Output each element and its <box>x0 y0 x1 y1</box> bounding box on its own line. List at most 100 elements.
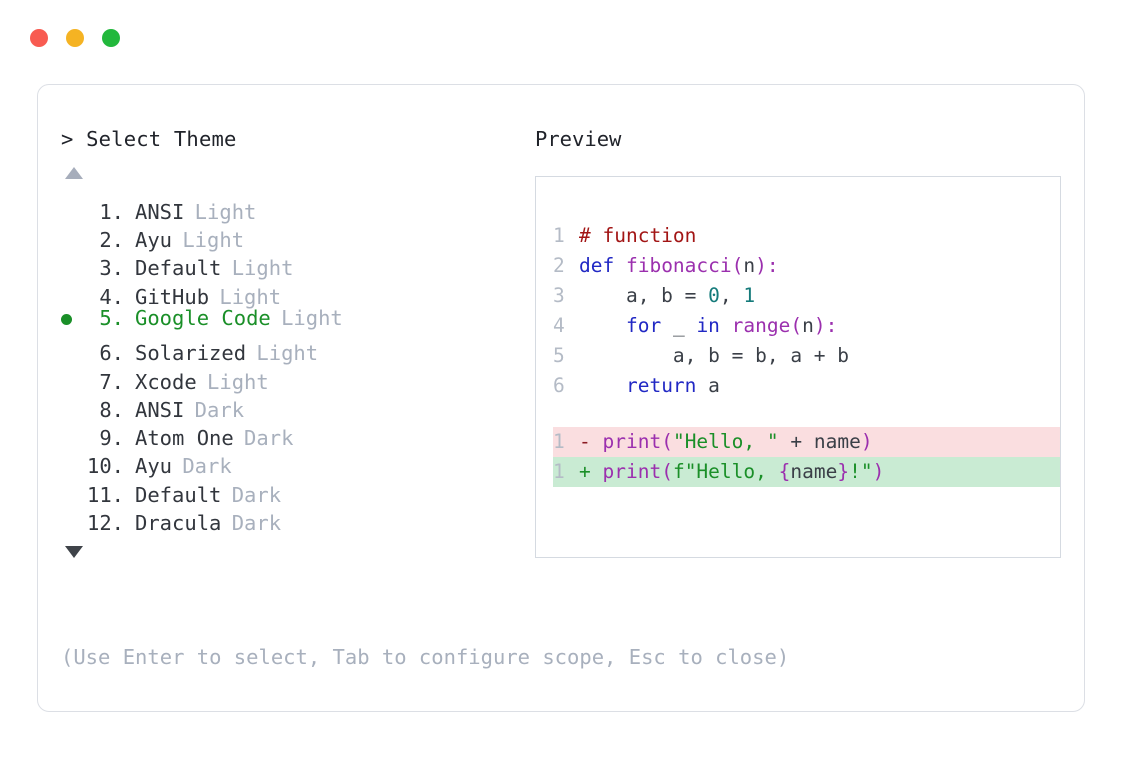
code-line: 1 # function <box>553 221 1060 251</box>
code-token: !" <box>849 459 873 483</box>
code-token <box>579 314 626 337</box>
line-number: 1 <box>553 223 565 247</box>
code-token: print <box>602 429 662 453</box>
line-number: 4 <box>553 313 565 337</box>
code-line-content: # function <box>579 221 696 251</box>
diff-sign: + <box>579 459 591 483</box>
selection-bullet-slot <box>61 191 87 219</box>
close-button[interactable] <box>30 29 48 47</box>
theme-item-name: Atom One <box>135 426 234 451</box>
line-number: 3 <box>553 283 565 307</box>
theme-item-index: 5. <box>99 305 124 330</box>
selection-bullet-slot <box>61 473 87 501</box>
code-line-content: return a <box>579 371 720 401</box>
keyboard-hint: (Use Enter to select, Tab to configure s… <box>61 645 790 669</box>
theme-item-index: 3. <box>99 256 124 281</box>
theme-item-index: 1. <box>99 199 124 224</box>
code-line: 5 a, b = b, a + b <box>553 341 1060 371</box>
code-token <box>720 314 732 337</box>
selection-bullet-slot <box>61 417 87 445</box>
theme-item-name: Google Code <box>135 305 271 330</box>
theme-item-index: 7. <box>99 369 124 394</box>
diff-gap <box>591 427 603 457</box>
code-line-content: a, b = 0, 1 <box>579 281 755 311</box>
theme-list-item[interactable]: 5. Google Code Light <box>61 304 531 332</box>
theme-item-name: Ayu <box>135 228 173 253</box>
code-line-content: def fibonacci(n): <box>579 251 779 281</box>
theme-list-item[interactable]: 11. Default Dark <box>61 473 531 507</box>
theme-list-item[interactable]: 2. Ayu Light <box>61 219 531 252</box>
theme-item-variant: Dark <box>231 482 282 507</box>
theme-item-index: 2. <box>99 228 124 253</box>
theme-item-index: 8. <box>99 397 124 422</box>
selection-bullet-slot <box>61 332 87 360</box>
code-token: ( <box>661 459 673 483</box>
theme-list-item[interactable]: 10. Ayu Dark <box>61 445 531 478</box>
line-number: 5 <box>553 343 565 367</box>
diff-added-line: 1+ print(f"Hello, {name}!") <box>553 456 1060 487</box>
code-line-content: for _ in range(n): <box>579 311 837 341</box>
theme-item-name: Ayu <box>135 454 173 479</box>
code-token: ): <box>755 253 779 277</box>
selection-bullet-slot <box>61 389 87 417</box>
triangle-down-icon[interactable] <box>65 546 83 559</box>
code-token: a, b = <box>579 283 709 307</box>
selection-bullet-slot <box>61 445 87 473</box>
theme-item-index: 11. <box>87 482 125 507</box>
code-token: name <box>790 459 838 483</box>
diff-line-content: print("Hello, " + name) <box>603 427 873 457</box>
preview-label: Preview <box>535 127 622 151</box>
line-number: 6 <box>553 373 565 397</box>
code-line: 3 a, b = 0, 1 <box>553 281 1060 311</box>
diff-removed-line: 1- print("Hello, " + name) <box>553 426 1060 457</box>
maximize-button[interactable] <box>102 29 120 47</box>
code-line: 6 return a <box>553 371 1060 401</box>
code-line-content: a, b = b, a + b <box>579 341 849 371</box>
theme-item-variant: Dark <box>182 454 232 479</box>
code-line: 2 def fibonacci(n): <box>553 251 1060 281</box>
minimize-button[interactable] <box>66 29 84 47</box>
code-token: ) <box>872 459 885 483</box>
selection-bullet-slot <box>61 275 87 303</box>
code-token: ( <box>790 313 803 337</box>
code-token: } <box>837 459 850 483</box>
code-token: fibonacci <box>625 253 732 277</box>
code-token: in <box>696 313 720 337</box>
triangle-up-icon[interactable] <box>65 166 83 179</box>
theme-item-variant: Light <box>194 199 257 224</box>
theme-list-item[interactable]: 3. Default Light <box>61 247 531 280</box>
theme-item-index: 4. <box>99 284 124 309</box>
diff-gap <box>591 457 603 487</box>
selection-bullet-slot <box>61 360 87 388</box>
code-token: # function <box>579 223 697 247</box>
theme-item-index: 10. <box>87 454 125 479</box>
code-line: 4 for _ in range(n): <box>553 311 1060 341</box>
theme-item-index: 6. <box>99 341 124 366</box>
theme-item-variant: Light <box>182 228 245 253</box>
diff-line-content: print(f"Hello, {name}!") <box>603 457 885 487</box>
theme-item-name: Default <box>135 256 222 281</box>
code-token: n <box>802 313 814 337</box>
theme-item-name: Default <box>135 482 222 507</box>
code-token: { <box>778 459 791 483</box>
theme-item-variant: Light <box>231 256 294 281</box>
theme-item-name: ANSI <box>135 397 185 422</box>
theme-item-variant: Light <box>281 305 343 330</box>
code-spacer <box>553 401 1060 427</box>
diff-sign: - <box>579 429 591 453</box>
code-token: a <box>696 373 720 397</box>
line-number: 2 <box>553 253 565 277</box>
theme-item-name: Xcode <box>135 369 197 394</box>
